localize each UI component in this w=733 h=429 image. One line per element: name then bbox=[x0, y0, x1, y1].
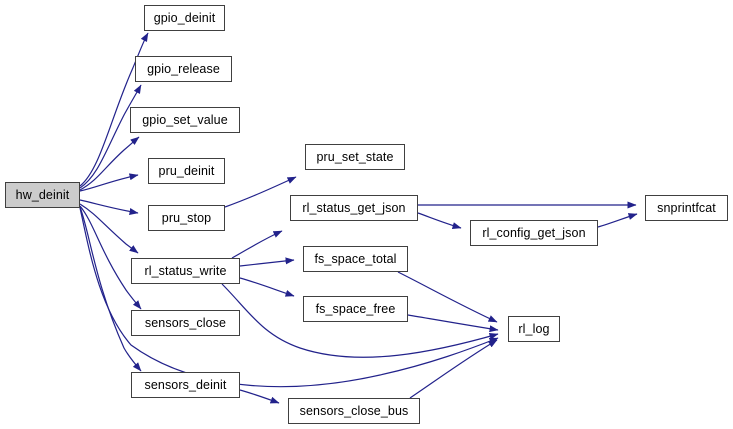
edge-rl_config_get_json-to-snprintfcat bbox=[597, 213, 638, 228]
edge-fs_space_total-to-rl_log bbox=[397, 271, 498, 323]
node-rl_log[interactable]: rl_log bbox=[508, 316, 560, 342]
node-label: rl_config_get_json bbox=[482, 225, 586, 240]
edge-pru_stop-to-pru_set_state bbox=[224, 176, 297, 208]
node-label: gpio_deinit bbox=[153, 10, 216, 25]
node-sensors_close[interactable]: sensors_close bbox=[131, 310, 240, 336]
edge-hw_deinit-to-rl_log bbox=[79, 207, 499, 388]
node-rl_status_get_json[interactable]: rl_status_get_json bbox=[290, 195, 418, 221]
edge-rl_status_write-to-fs_space_free bbox=[239, 277, 295, 297]
node-hw_deinit[interactable]: hw_deinit bbox=[5, 182, 80, 208]
edge-hw_deinit-to-rl_status_write bbox=[79, 203, 139, 254]
node-label: rl_status_write bbox=[144, 263, 227, 278]
edge-fs_space_free-to-rl_log bbox=[407, 314, 499, 333]
node-label: sensors_close bbox=[144, 315, 227, 330]
node-rl_config_get_json[interactable]: rl_config_get_json bbox=[470, 220, 598, 246]
node-label: sensors_deinit bbox=[144, 377, 227, 392]
edge-hw_deinit-to-gpio_set_value bbox=[79, 136, 140, 191]
node-label: hw_deinit bbox=[15, 187, 70, 202]
node-label: sensors_close_bus bbox=[299, 403, 409, 418]
node-rl_status_write[interactable]: rl_status_write bbox=[131, 258, 240, 284]
node-label: gpio_set_value bbox=[142, 112, 228, 127]
node-label: fs_space_total bbox=[314, 251, 397, 266]
node-pru_set_state[interactable]: pru_set_state bbox=[305, 144, 405, 170]
edge-hw_deinit-to-gpio_release bbox=[79, 84, 142, 189]
node-label: fs_space_free bbox=[315, 301, 396, 316]
edge-sensors_deinit-to-sensors_close_bus bbox=[239, 389, 280, 404]
node-label: rl_log bbox=[518, 321, 550, 336]
node-pru_deinit[interactable]: pru_deinit bbox=[148, 158, 225, 184]
node-label: pru_deinit bbox=[158, 163, 215, 178]
edge-rl_status_write-to-fs_space_total bbox=[239, 257, 295, 267]
node-label: snprintfcat bbox=[657, 200, 716, 215]
node-label: pru_set_state bbox=[316, 149, 394, 164]
node-gpio_set_value[interactable]: gpio_set_value bbox=[130, 107, 240, 133]
node-gpio_release[interactable]: gpio_release bbox=[135, 56, 232, 82]
node-label: pru_stop bbox=[161, 210, 212, 225]
node-label: gpio_release bbox=[147, 61, 220, 76]
node-fs_space_free[interactable]: fs_space_free bbox=[303, 296, 408, 322]
node-pru_stop[interactable]: pru_stop bbox=[148, 205, 225, 231]
edge-rl_status_write-to-rl_status_get_json bbox=[231, 230, 283, 259]
node-label: rl_status_get_json bbox=[302, 200, 406, 215]
node-sensors_deinit[interactable]: sensors_deinit bbox=[131, 372, 240, 398]
node-gpio_deinit[interactable]: gpio_deinit bbox=[144, 5, 225, 31]
edge-sensors_close_bus-to-rl_log bbox=[409, 339, 498, 399]
edge-hw_deinit-to-pru_stop bbox=[79, 199, 139, 215]
edge-hw_deinit-to-sensors_deinit bbox=[79, 206, 142, 372]
node-fs_space_total[interactable]: fs_space_total bbox=[303, 246, 408, 272]
edge-hw_deinit-to-pru_deinit bbox=[79, 173, 139, 192]
edge-rl_status_get_json-to-rl_config_get_json bbox=[417, 212, 462, 229]
node-snprintfcat[interactable]: snprintfcat bbox=[645, 195, 728, 221]
node-sensors_close_bus[interactable]: sensors_close_bus bbox=[288, 398, 420, 424]
